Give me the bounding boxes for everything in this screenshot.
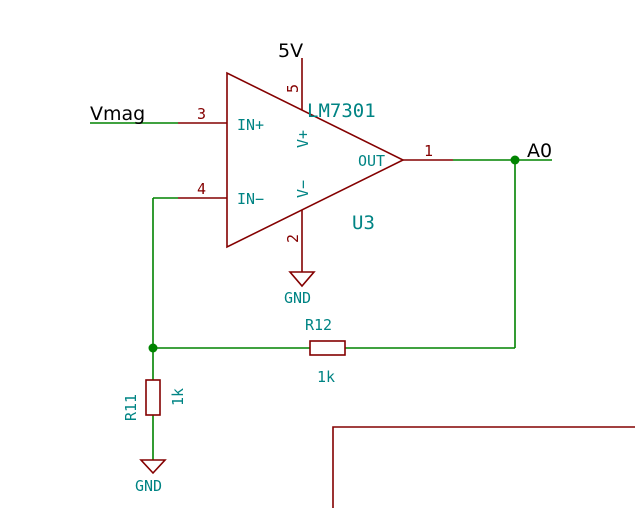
resistor-r11-body	[145, 379, 161, 416]
pin-number-vplus: 5	[284, 84, 302, 93]
pin-name-in-minus: IN−	[237, 190, 264, 208]
pin-number-in-minus: 4	[197, 180, 206, 198]
pin-name-out: OUT	[358, 152, 385, 170]
pin-name-in-plus: IN+	[237, 116, 264, 134]
resistor-r12-body	[309, 340, 346, 356]
resistor-r12-value: 1k	[317, 368, 335, 386]
pin-name-vplus: V+	[294, 130, 312, 148]
resistor-r11-ref: R11	[122, 394, 140, 421]
opamp-value: LM7301	[307, 100, 376, 122]
resistor-r11-value: 1k	[169, 388, 187, 406]
opamp-ref: U3	[352, 212, 375, 234]
gnd-label-opamp: GND	[284, 289, 311, 307]
pin-number-vminus: 2	[284, 234, 302, 243]
net-label-vmag: Vmag	[90, 103, 145, 125]
resistor-r12-ref: R12	[305, 316, 332, 334]
gnd-label-r11: GND	[135, 477, 162, 495]
sheet-box-partial	[332, 426, 635, 508]
junction-dot-feedback	[148, 343, 158, 353]
gnd-symbol-r11	[139, 459, 167, 475]
opamp-triangle	[226, 71, 405, 249]
pin-name-vminus: V−	[294, 180, 312, 198]
gnd-symbol-opamp	[288, 271, 316, 288]
pin-number-in-plus: 3	[197, 105, 206, 123]
pin-number-out: 1	[424, 142, 433, 160]
net-label-a0: A0	[527, 140, 552, 162]
net-label-5v: 5V	[278, 40, 303, 62]
junction-dot-output	[510, 155, 520, 165]
